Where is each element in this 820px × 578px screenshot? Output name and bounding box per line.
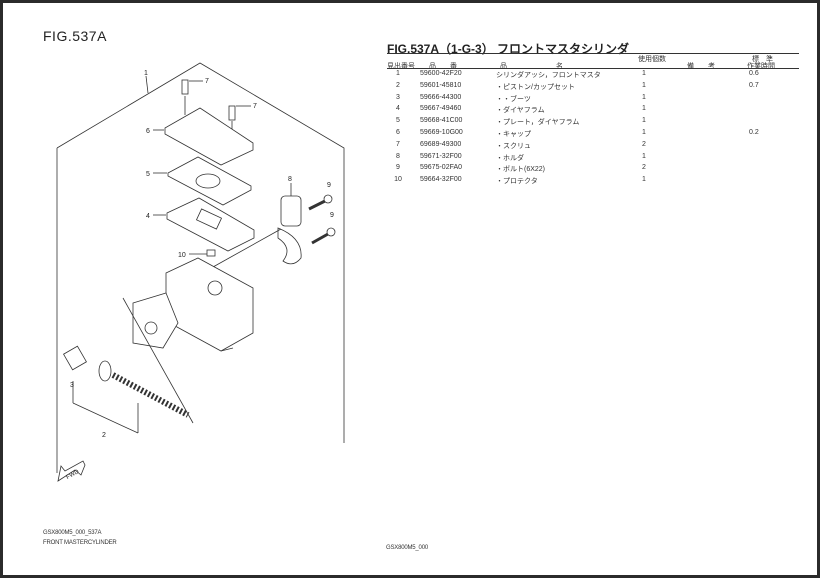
table-row: 3 59666-44300 ・・ブーツ 1 <box>387 94 799 106</box>
quantity-cell: 1 <box>642 70 646 77</box>
part-name-cell: ・ボルト(6X22) <box>496 166 546 174</box>
part-name-cell: シリンダアッシ，フロントマスタ <box>496 72 601 79</box>
table-row: 4 59667-49460 ・ダイヤフラム 1 <box>387 105 799 117</box>
footer-model: GSX800M5_000 <box>386 545 428 551</box>
cap-part <box>164 107 254 166</box>
fwd-arrow-icon: FWD <box>57 460 86 482</box>
part-number-cell: 59664-32F00 <box>420 176 462 184</box>
callout-9b: 9 <box>330 212 334 219</box>
assembly-outline <box>56 62 345 443</box>
quantity-cell: 1 <box>642 152 646 160</box>
std-time-cell: 0.2 <box>749 129 759 136</box>
callout-5: 5 <box>146 171 150 178</box>
header-part-no: 品 番 <box>429 63 457 70</box>
header-qty: 使用個数 <box>638 56 666 63</box>
cylinder-body-part <box>165 257 254 352</box>
table-row: 7 69689-49300 ・スクリュ 2 <box>387 141 799 153</box>
quantity-cell: 2 <box>642 164 646 172</box>
part-number-cell: 69689-49300 <box>420 140 462 148</box>
part-name-cell: ・キャップ <box>496 131 531 138</box>
part-name-cell: ・ピストン/カップセット <box>496 83 575 91</box>
divider <box>387 68 799 69</box>
part-number-cell: 59668-41C00 <box>420 117 463 125</box>
footer-code: GSX800M5_000_537A <box>43 530 102 536</box>
header-remarks: 備 考 <box>687 63 715 70</box>
ref-no-cell: 1 <box>396 70 400 77</box>
part-number-cell: 59671-32F00 <box>420 152 462 160</box>
exploded-diagram: 1 7 7 6 5 4 10 8 9 9 <box>56 62 345 482</box>
part-number-cell: 59675-02FA0 <box>420 164 463 172</box>
quantity-cell: 1 <box>642 93 646 101</box>
quantity-cell: 1 <box>642 105 646 113</box>
std-time-cell: 0.6 <box>749 70 759 77</box>
callout-7a: 7 <box>205 78 209 85</box>
part-number-cell: 59667-49460 <box>420 105 462 113</box>
callout-9a: 9 <box>327 182 331 189</box>
part-name-cell: ・スクリュ <box>496 142 531 150</box>
plate-part <box>167 156 252 206</box>
ref-no-cell: 3 <box>396 93 400 101</box>
divider <box>387 53 799 54</box>
callout-4: 4 <box>146 213 150 220</box>
ref-no-cell: 9 <box>396 164 400 172</box>
callout-1: 1 <box>144 70 148 77</box>
header-std-time: 標 準 <box>752 56 773 63</box>
ref-no-cell: 4 <box>396 105 400 113</box>
diaphragm-part <box>166 197 255 252</box>
quantity-cell: 1 <box>642 129 646 136</box>
catalog-page: FIG.537A 1 7 7 6 5 4 10 8 9 9 <box>3 3 817 575</box>
ref-no-cell: 7 <box>396 140 400 148</box>
part-name-cell: ・プロテクタ <box>496 178 538 186</box>
table-row: 1 59600-42F20 シリンダアッシ，フロントマスタ 1 0.6 <box>387 70 799 82</box>
ref-no-cell: 8 <box>396 152 400 160</box>
part-name-cell: ・・ブーツ <box>496 95 531 103</box>
header-part-name: 品 名 <box>500 63 563 70</box>
table-row: 6 59669-10G00 ・キャップ 1 0.2 <box>387 129 799 141</box>
ref-no-cell: 10 <box>394 176 402 184</box>
part-number-cell: 59666-44300 <box>420 93 462 101</box>
part-number-cell: 59669-10G00 <box>420 129 463 136</box>
footer-name: FRONT MASTERCYLINDER <box>43 540 117 546</box>
std-time-cell: 0.7 <box>749 81 759 89</box>
part-number-cell: 59600-42F20 <box>420 70 462 77</box>
part-name-cell: ・ホルダ <box>496 154 524 162</box>
quantity-cell: 1 <box>642 176 646 184</box>
part-number-cell: 59601-45810 <box>420 81 462 89</box>
table-row: 5 59668-41C00 ・プレート，ダイヤフラム 1 <box>387 117 799 129</box>
part-name-cell: ・プレート，ダイヤフラム <box>496 119 580 127</box>
ref-no-cell: 2 <box>396 81 400 89</box>
table-row: 9 59675-02FA0 ・ボルト(6X22) 2 <box>387 164 799 176</box>
callout-8: 8 <box>288 176 292 183</box>
quantity-cell: 1 <box>642 81 646 89</box>
header-ref-no: 見出番号 <box>387 63 415 70</box>
quantity-cell: 1 <box>642 117 646 125</box>
table-title: FIG.537A（1-G-3） フロントマスタシリンダ <box>387 42 630 56</box>
callout-3: 3 <box>70 382 74 389</box>
table-row: 8 59671-32F00 ・ホルダ 1 <box>387 153 799 165</box>
table-row: 2 59601-45810 ・ピストン/カップセット 1 0.7 <box>387 82 799 94</box>
callout-2: 2 <box>102 432 106 439</box>
ref-no-cell: 5 <box>396 117 400 125</box>
table-row: 10 59664-32F00 ・プロテクタ 1 <box>387 176 799 188</box>
ref-no-cell: 6 <box>396 129 400 136</box>
callout-7b: 7 <box>253 103 257 110</box>
callout-10: 10 <box>178 252 186 259</box>
part-name-cell: ・ダイヤフラム <box>496 107 545 115</box>
header-work-time: 作業時間 <box>747 63 775 70</box>
quantity-cell: 2 <box>642 140 646 148</box>
figure-title: FIG.537A <box>43 28 107 44</box>
callout-6: 6 <box>146 128 150 135</box>
